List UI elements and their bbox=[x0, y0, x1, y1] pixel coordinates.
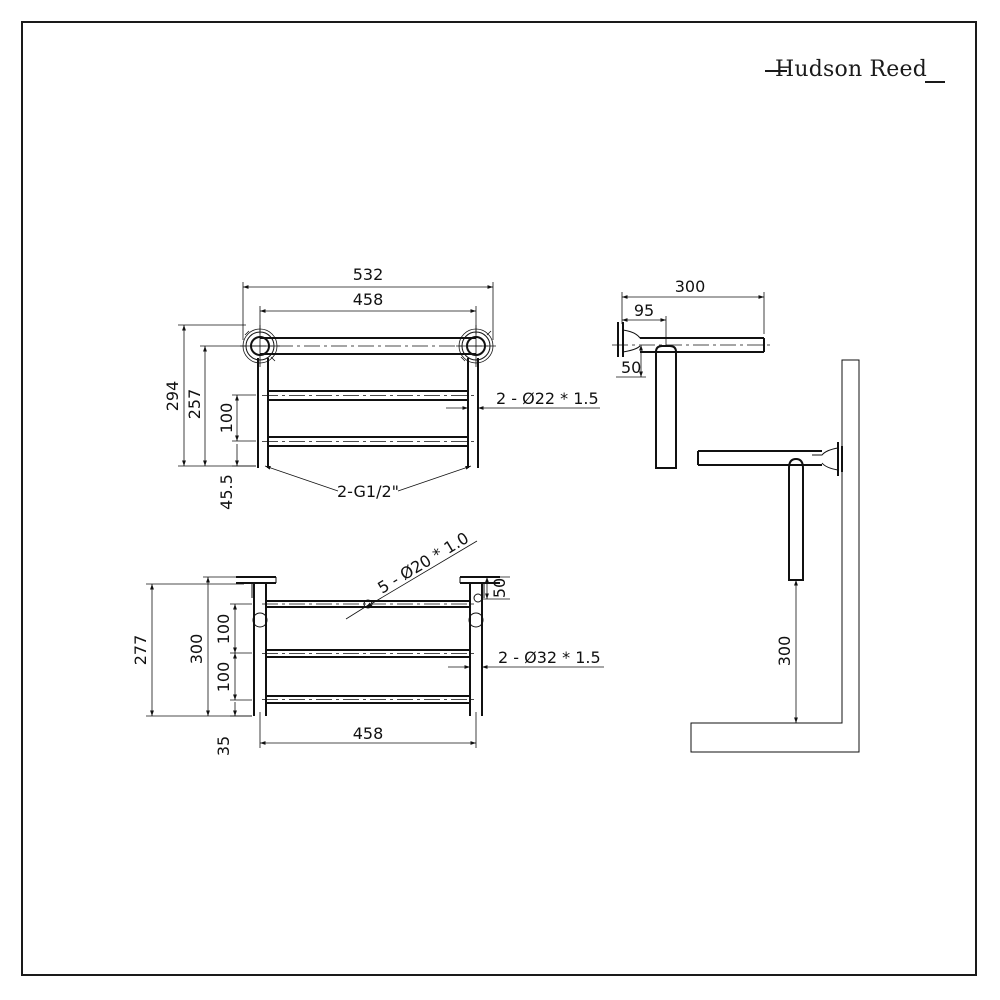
dim-label-300-front: 300 bbox=[187, 634, 206, 665]
dim-label-277: 277 bbox=[131, 635, 150, 666]
dim-label-50-front: 50 bbox=[490, 578, 509, 598]
dim-label-458-front: 458 bbox=[353, 724, 384, 743]
dim-rail-spacing: 100 bbox=[217, 394, 256, 442]
left-bracket bbox=[236, 576, 277, 598]
install-bracket bbox=[812, 442, 843, 476]
left-post-front bbox=[252, 583, 268, 716]
dim-label-100-front-upper: 100 bbox=[214, 614, 233, 645]
top-crossbar bbox=[250, 337, 488, 355]
dim-install-height: 300 bbox=[775, 580, 798, 723]
label-post-spec: 2 - Ø32 * 1.5 bbox=[498, 648, 601, 667]
dim-label-532: 532 bbox=[353, 265, 384, 284]
dim-overall-width: 532 bbox=[242, 265, 494, 340]
dim-bar-width: 458 bbox=[259, 290, 477, 334]
leader-rail-spec: 2 - Ø22 * 1.5 bbox=[446, 389, 600, 410]
dim-front-width: 458 bbox=[259, 712, 477, 748]
side-arm bbox=[612, 337, 770, 353]
dim-side-depth: 300 bbox=[621, 277, 765, 334]
dim-side-offset: 95 bbox=[622, 301, 667, 346]
right-post-front bbox=[468, 583, 484, 716]
brand-logo: Hudson Reed bbox=[765, 52, 950, 88]
rail-front-1 bbox=[262, 599, 474, 609]
dim-front-post: 300 bbox=[187, 576, 236, 716]
brand-name: Hudson Reed bbox=[775, 57, 928, 82]
dim-bracket-height: 50 bbox=[470, 576, 510, 600]
logo-rule-right bbox=[925, 81, 945, 83]
rail-front-2 bbox=[262, 649, 474, 658]
leader-crossbar-spec: 5 - Ø20 * 1.0 bbox=[345, 528, 478, 620]
label-inlets: 2-G1/2" bbox=[337, 482, 399, 501]
dim-label-257: 257 bbox=[185, 389, 204, 420]
install-view: 300 bbox=[690, 359, 860, 753]
logo-rule-left bbox=[765, 70, 787, 72]
rail-lower bbox=[262, 436, 474, 447]
label-rail-spec: 2 - Ø22 * 1.5 bbox=[496, 389, 599, 408]
dim-label-100-front-lower: 100 bbox=[214, 662, 233, 693]
side-view: 300 95 50 bbox=[612, 277, 770, 469]
top-view: 532 458 294 257 100 bbox=[163, 265, 600, 510]
dim-label-35: 35 bbox=[214, 736, 233, 756]
dim-front-spacing-upper: 100 bbox=[214, 603, 252, 654]
side-drop-post bbox=[655, 345, 677, 469]
dim-upper-height: 257 bbox=[185, 345, 246, 466]
dim-side-drop: 50 bbox=[616, 345, 646, 378]
leader-post-spec: 2 - Ø32 * 1.5 bbox=[448, 648, 604, 669]
drawing-frame bbox=[21, 21, 977, 976]
right-post bbox=[467, 358, 479, 468]
front-view: 5 - Ø20 * 1.0 50 277 300 100 bbox=[131, 528, 604, 756]
install-arm bbox=[697, 450, 822, 466]
dim-label-45-5: 45.5 bbox=[217, 474, 236, 510]
dim-front-spacing-lower: 100 bbox=[214, 653, 252, 701]
label-crossbar-spec: 5 - Ø20 * 1.0 bbox=[374, 528, 472, 597]
dim-label-100-top: 100 bbox=[217, 403, 236, 434]
install-post bbox=[788, 457, 804, 581]
dim-label-300-side: 300 bbox=[675, 277, 706, 296]
dim-front-bottom: 35 bbox=[214, 702, 252, 756]
wall-outline bbox=[690, 359, 860, 753]
left-post bbox=[257, 358, 269, 468]
dim-label-294: 294 bbox=[163, 381, 182, 412]
dim-label-95: 95 bbox=[634, 301, 654, 320]
dim-bottom-offset: 45.5 bbox=[217, 444, 256, 510]
dim-label-458-top: 458 bbox=[353, 290, 384, 309]
dim-label-50-side: 50 bbox=[621, 358, 641, 377]
leader-inlets: 2-G1/2" bbox=[264, 465, 472, 501]
rail-upper bbox=[262, 390, 474, 401]
rail-front-3 bbox=[262, 695, 474, 704]
dim-label-300-install: 300 bbox=[775, 636, 794, 667]
